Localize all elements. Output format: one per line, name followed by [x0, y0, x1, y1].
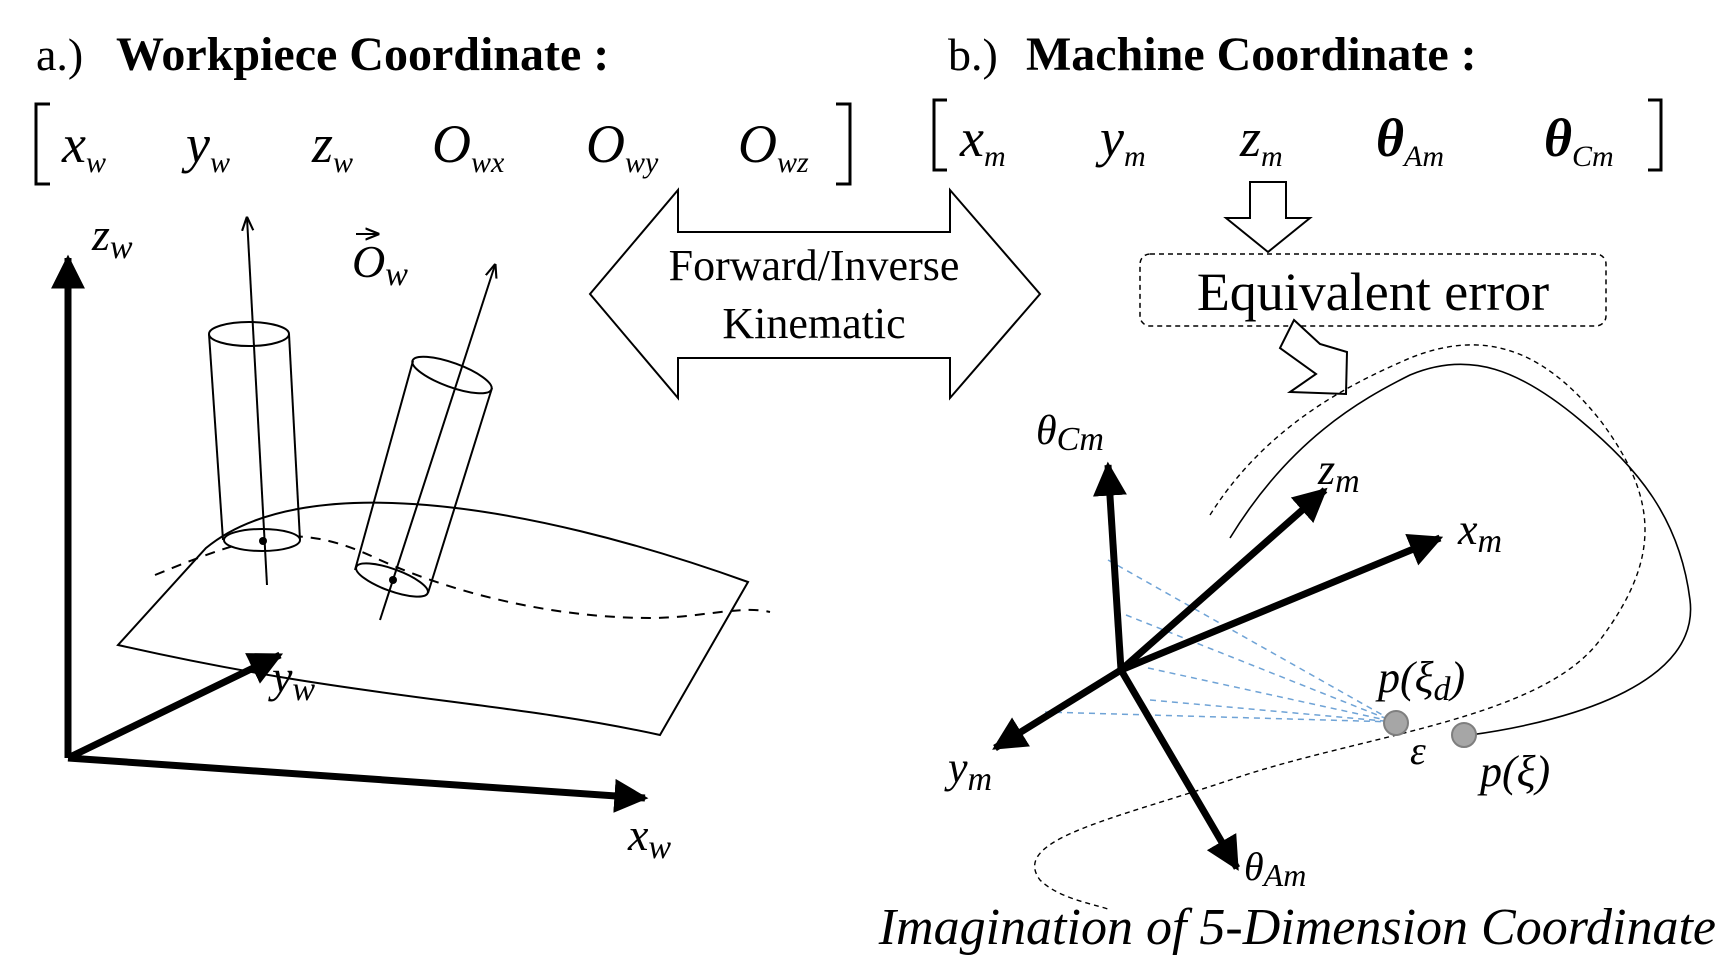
label-thetaAm: θAm [1244, 844, 1306, 893]
vector-b-z-base: z [1239, 108, 1261, 168]
kinematic-line2: Kinematic [722, 299, 905, 348]
svg-text:Owy: Owy [586, 114, 659, 179]
tool-cylinder-2 [354, 355, 493, 598]
curve-actual [1229, 363, 1692, 736]
vector-a-y-base: y [181, 114, 210, 174]
vector-a-owy-base: O [586, 114, 625, 174]
svg-text:xw: xw [61, 114, 106, 179]
vector-b-x-base: x [959, 108, 984, 168]
vector-b-components: xm ym zm θAm θCm [959, 108, 1614, 173]
label-epsilon: ε [1410, 728, 1426, 773]
tool-axis-2 [379, 265, 495, 621]
axis-zm-arrow [1118, 487, 1328, 673]
svg-text:Ow: Ow [352, 236, 408, 293]
svg-text:ym: ym [1095, 108, 1146, 173]
diagonal-block-arrow [1278, 318, 1349, 396]
axis-ym-arrow [992, 667, 1123, 751]
down-block-arrow [1223, 181, 1313, 254]
vector-b-z-sub: m [1261, 140, 1283, 173]
label-ym: ym [944, 743, 992, 798]
vector-a-x-base: x [61, 114, 86, 174]
vector-a-right-bracket [836, 102, 852, 186]
axis-thetaAm-arrow [1117, 668, 1241, 871]
kinematic-line1: Forward/Inverse [669, 241, 960, 290]
vector-a-owx-base: O [432, 114, 471, 174]
svg-text:θAm: θAm [1376, 108, 1444, 173]
label-yw: yw [268, 651, 315, 708]
vector-a-y-sub: w [210, 146, 230, 179]
vector-b-thetaA-sub: Am [1402, 140, 1444, 173]
axis-xw-arrow [67, 754, 649, 813]
label-point-actual: p(ξ) [1477, 747, 1550, 796]
vector-b-thetaA-base: θ [1376, 108, 1404, 168]
label-orientation-ow: Ow [352, 234, 408, 293]
tool-path-dashed [154, 535, 771, 620]
vector-a-z-base: z [311, 114, 333, 174]
vector-a-x-sub: w [86, 146, 106, 179]
equivalent-error-box [1139, 253, 1607, 327]
panel-b-prefix: b.) [948, 29, 998, 80]
panel-a-title: Workpiece Coordinate : [116, 28, 609, 81]
vector-a-owx-sub: wx [471, 146, 505, 179]
vector-a-left-bracket [34, 102, 50, 186]
label-point-desired: p(ξd) [1375, 653, 1465, 708]
panel-b-title: Machine Coordinate : [1026, 28, 1477, 81]
tool-cylinder-1 [208, 321, 301, 552]
vector-b-thetaC-sub: Cm [1572, 140, 1614, 173]
equivalent-error-label: Equivalent error [1197, 262, 1549, 322]
vector-b-x-sub: m [984, 140, 1006, 173]
label-zw: zw [91, 209, 133, 266]
svg-text:Owx: Owx [432, 114, 505, 179]
axis-thetaCm-arrow [1092, 461, 1127, 671]
vector-a-owy-sub: wy [625, 146, 659, 179]
axis-yw-arrow [66, 651, 284, 762]
svg-text:zm: zm [1239, 108, 1283, 173]
vector-b-y-base: y [1095, 108, 1124, 168]
label-thetaCm: θCm [1036, 408, 1104, 458]
vector-b-thetaC-base: θ [1544, 108, 1572, 168]
vector-a-owz-base: O [738, 114, 777, 174]
label-zm: zm [1317, 445, 1360, 500]
panel-a-prefix: a.) [36, 29, 83, 80]
vector-a-z-sub: w [333, 146, 353, 179]
svg-text:Owz: Owz [738, 114, 809, 179]
vector-b-right-bracket [1648, 98, 1663, 172]
vector-a-owz-sub: wz [777, 146, 809, 179]
projection-lines [1044, 559, 1396, 723]
tool-axis-1 [247, 218, 268, 586]
point-desired [1383, 710, 1409, 736]
point-actual [1451, 722, 1477, 748]
svg-text:yw: yw [181, 114, 230, 179]
label-xm: xm [1457, 505, 1502, 560]
svg-text:θCm: θCm [1544, 108, 1614, 173]
label-xw: xw [627, 809, 671, 866]
workpiece-surface [116, 501, 750, 737]
axis-xm-arrow [1119, 533, 1444, 674]
vector-b-y-sub: m [1124, 140, 1146, 173]
kinematic-double-arrow [588, 187, 1042, 401]
panel-b-caption: Imagination of 5-Dimension Coordinate [878, 899, 1716, 956]
vector-a-components: xw yw zw Owx Owy Owz [61, 114, 809, 179]
svg-text:zw: zw [311, 114, 353, 179]
svg-text:xm: xm [959, 108, 1006, 173]
vector-b-left-bracket [932, 98, 947, 172]
curve-desired [1033, 344, 1646, 911]
